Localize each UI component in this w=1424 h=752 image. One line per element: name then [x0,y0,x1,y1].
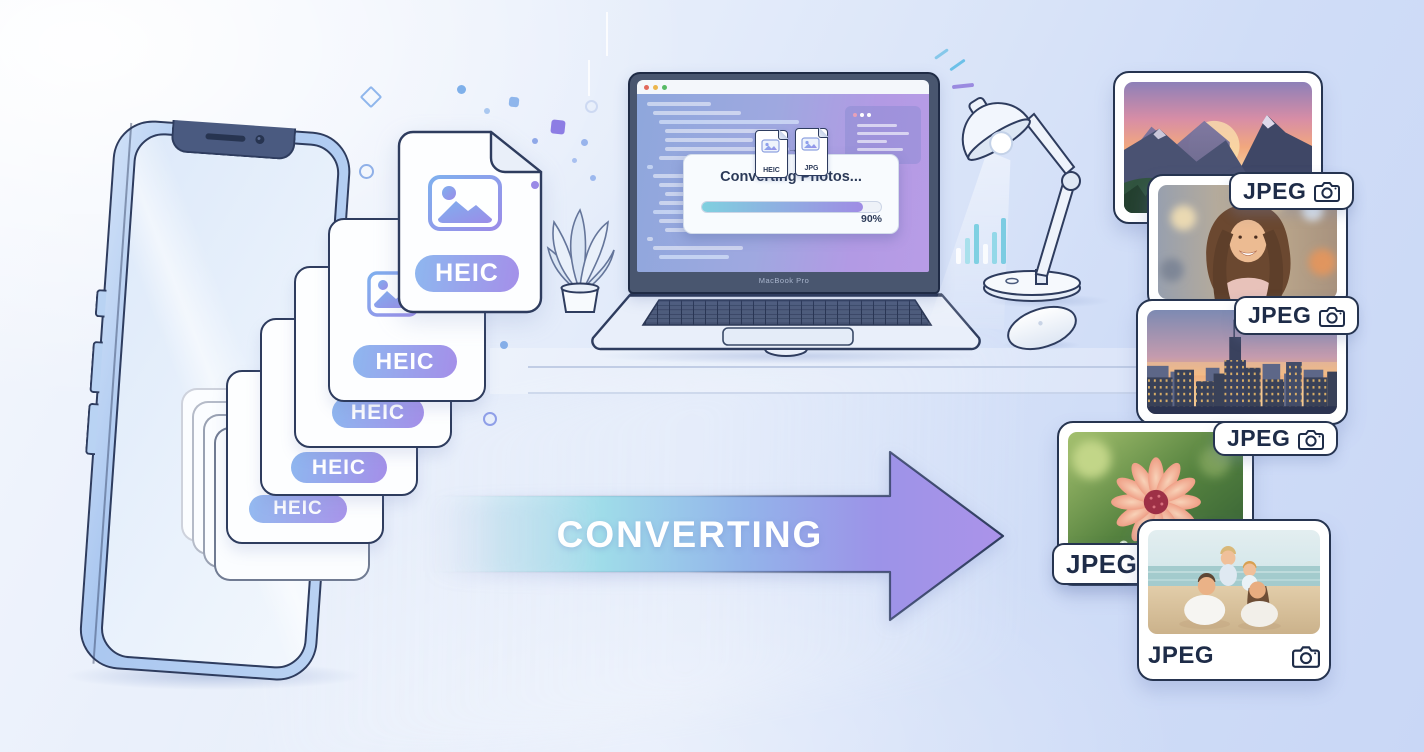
jpeg-label: JPEG [1066,548,1138,579]
heic-badge: HEIC [249,495,347,523]
progress-percent-label: 90% [860,213,882,225]
jpeg-badge: JPEG [1234,296,1360,335]
desk-lamp [961,96,1081,302]
decor-slash [949,58,966,72]
close-button [644,84,649,90]
laptop-keyboard [641,299,933,326]
decor-dot [590,175,596,181]
jpeg-label: JPEG [1148,642,1215,669]
window-titlebar [637,80,929,94]
jpeg-badge: JPEG [1229,172,1355,210]
jpeg-label: JPEG [1227,425,1291,451]
decor-dot [500,341,508,349]
app-window-content: Converting Photos... 90% HEIC → [637,94,929,272]
heic-badge: HEIC [415,255,519,292]
decor-slash [934,48,949,60]
decor-bars [956,214,1010,264]
desk-edge-line [528,366,1176,368]
decor-dot [532,138,538,144]
decor-dot [531,181,539,189]
phone-mute-switch [94,288,107,318]
camera-icon [1314,182,1341,202]
decor-dot [572,158,577,163]
jpeg-badge: JPEG [1213,421,1339,456]
panel-dot [853,113,857,117]
laptop-screen: Converting Photos... 90% HEIC → [628,72,940,294]
file-type-label: JPG [804,165,819,172]
image-placeholder-icon [428,175,502,231]
jpeg-card-footer: JPEG [1148,639,1320,673]
potted-plant [546,208,615,313]
conversion-arrow-glyph: → [788,144,797,154]
phone-speaker [205,133,246,142]
decor-dot [484,108,490,114]
panel-dot [867,113,871,117]
decor-vline [606,12,608,56]
heic-badge: HEIC [291,452,387,483]
file-fold [818,128,828,138]
decor-ring [483,412,497,426]
jpeg-label: JPEG [1248,302,1312,328]
jpg-file-icon: JPG [795,128,828,176]
dialog-title: Converting Photos... [720,169,862,185]
jpeg-photo-card: JPEG [1137,519,1331,681]
jpeg-label: JPEG [1243,177,1307,204]
decor-diamond [359,85,383,109]
heic-badge: HEIC [353,345,457,378]
laptop-trackpad [722,327,854,346]
panel-line [857,140,887,143]
file-type-label: HEIC [763,167,780,174]
heic-file-icon: HEIC [755,130,788,178]
decor-dot [581,139,588,146]
camera-icon [1298,429,1325,450]
panel-line [857,148,903,151]
file-fold [778,130,788,140]
camera-icon [1292,646,1320,668]
decor-vline [588,60,590,96]
progress-bar-fill [702,202,864,212]
converting-arrow [428,450,1005,622]
panel-line [857,124,897,127]
laptop-brand-label: MacBook Pro [758,276,810,285]
computer-mouse [1007,305,1077,351]
progress-bar [701,201,882,213]
panel-dot [860,113,864,117]
panel-line [857,132,909,135]
decor-square [508,96,520,108]
desk-edge-line [528,392,1176,394]
phone-front-camera-icon [255,134,265,145]
decor-ring [585,100,598,113]
converting-dialog: Converting Photos... 90% [683,154,899,234]
decor-square [550,119,566,135]
heic-badge: HEIC [332,397,424,428]
decor-ring [359,164,374,179]
converting-label: CONVERTING [556,514,824,555]
laptop-base [591,293,981,357]
image-glyph-icon [761,139,780,153]
minimize-button [653,84,658,90]
image-glyph-icon [801,137,820,151]
decor-dot [457,85,466,94]
zoom-button [662,84,667,90]
camera-icon [1319,306,1346,327]
family-beach-photo [1148,530,1320,634]
